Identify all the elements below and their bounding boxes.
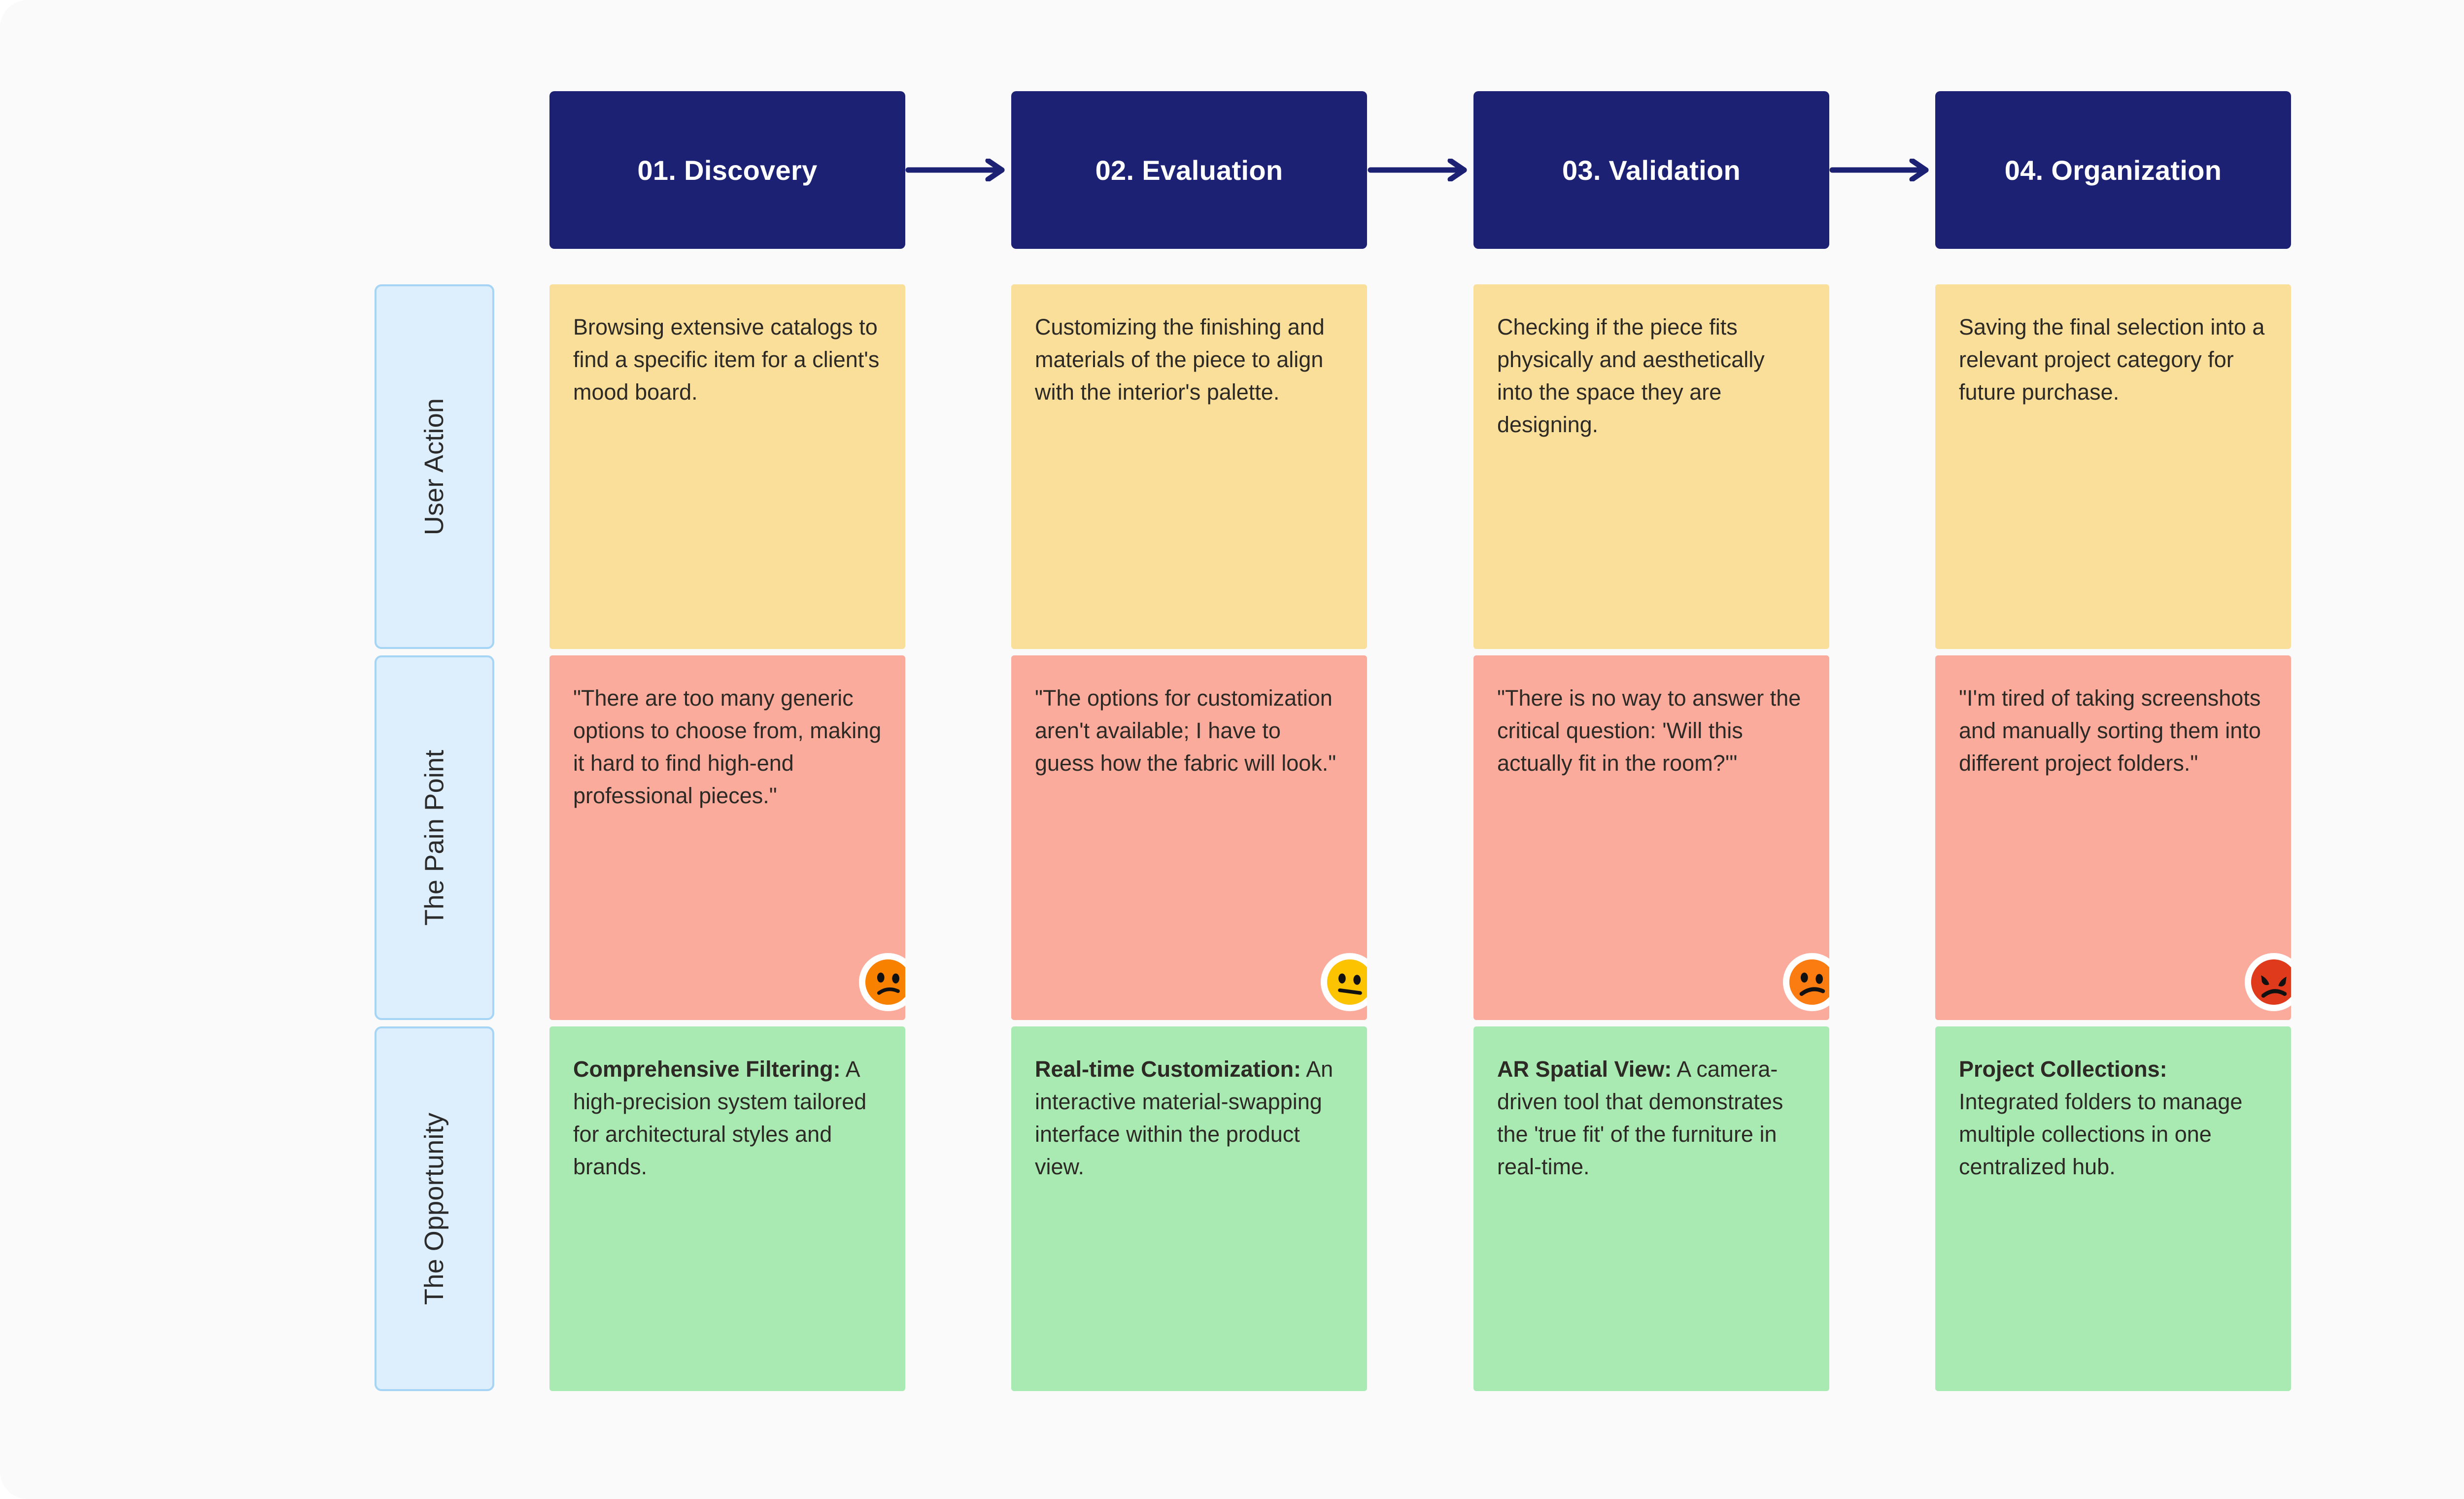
stage-header-label: 01. Discovery [637, 154, 818, 186]
angry-face-emoji [2245, 953, 2291, 1011]
frowning-face-emoji [859, 953, 905, 1011]
row-label-user-action: User Action [375, 284, 494, 649]
pain-point-row: The Pain Point "There are too many gener… [375, 655, 2316, 1020]
user-action-text: Customizing the finishing and materials … [1035, 314, 1325, 405]
stage-header-validation[interactable]: 03. Validation [1473, 91, 1829, 249]
opportunity-body: A high-precision system tailored for arc… [573, 1056, 867, 1180]
user-action-row: User Action Browsing extensive catalogs … [375, 284, 2316, 649]
opportunity-title: Project Collections: [1959, 1056, 2167, 1082]
user-action-card-discovery[interactable]: Browsing extensive catalogs to find a sp… [549, 284, 905, 649]
row-label-text: The Opportunity [419, 1112, 449, 1305]
opportunity-card-validation[interactable]: AR Spatial View: A camera-driven tool th… [1473, 1026, 1829, 1391]
journey-map-board: 01. Discovery 02. Evaluation 03. Validat… [375, 91, 2316, 1399]
opportunity-card-evaluation[interactable]: Real-time Customization: An interactive … [1011, 1026, 1367, 1391]
stage-header-label: 03. Validation [1562, 154, 1741, 186]
arrow-discovery-to-evaluation-icon [905, 158, 1011, 182]
user-action-text: Browsing extensive catalogs to find a sp… [573, 314, 880, 405]
sad-face-emoji [1783, 953, 1829, 1011]
stage-header-label: 04. Organization [2004, 154, 2222, 186]
row-label-pain-point: The Pain Point [375, 655, 494, 1020]
opportunity-body: A camera-driven tool that demonstrates t… [1497, 1056, 1783, 1180]
pain-point-text: "There are too many generic options to c… [573, 685, 882, 809]
stage-header-evaluation[interactable]: 02. Evaluation [1011, 91, 1367, 249]
pain-point-text: "There is no way to answer the critical … [1497, 685, 1801, 776]
confused-face-emoji [1321, 953, 1367, 1011]
stage-header-row: 01. Discovery 02. Evaluation 03. Validat… [375, 91, 2316, 249]
user-action-text: Checking if the piece fits physically an… [1497, 314, 1765, 438]
opportunity-title: Real-time Customization: [1035, 1056, 1301, 1082]
opportunity-title: Comprehensive Filtering: [573, 1056, 841, 1082]
user-action-card-validation[interactable]: Checking if the piece fits physically an… [1473, 284, 1829, 649]
row-label-text: User Action [419, 398, 449, 536]
row-label-opportunity: The Opportunity [375, 1026, 494, 1391]
user-action-card-organization[interactable]: Saving the final selection into a releva… [1935, 284, 2291, 649]
opportunity-body: Integrated folders to manage multiple co… [1959, 1089, 2243, 1180]
pain-point-card-organization[interactable]: "I'm tired of taking screenshots and man… [1935, 655, 2291, 1020]
pain-point-card-validation[interactable]: "There is no way to answer the critical … [1473, 655, 1829, 1020]
stage-header-organization[interactable]: 04. Organization [1935, 91, 2291, 249]
arrow-evaluation-to-validation-icon [1368, 158, 1473, 182]
stage-header-label: 02. Evaluation [1095, 154, 1283, 186]
row-label-text: The Pain Point [419, 750, 449, 926]
opportunity-card-organization[interactable]: Project Collections: Integrated folders … [1935, 1026, 2291, 1391]
opportunity-title: AR Spatial View: [1497, 1056, 1672, 1082]
pain-point-card-discovery[interactable]: "There are too many generic options to c… [549, 655, 905, 1020]
user-action-card-evaluation[interactable]: Customizing the finishing and materials … [1011, 284, 1367, 649]
pain-point-card-evaluation[interactable]: "The options for customization aren't av… [1011, 655, 1367, 1020]
pain-point-text: "I'm tired of taking screenshots and man… [1959, 685, 2261, 776]
opportunity-card-discovery[interactable]: Comprehensive Filtering: A high-precisio… [549, 1026, 905, 1391]
opportunity-body: An interactive material-swapping interfa… [1035, 1056, 1334, 1180]
stage-header-discovery[interactable]: 01. Discovery [549, 91, 905, 249]
arrow-validation-to-organization-icon [1829, 158, 1935, 182]
pain-point-text: "The options for customization aren't av… [1035, 685, 1336, 776]
user-action-text: Saving the final selection into a releva… [1959, 314, 2265, 405]
opportunity-row: The Opportunity Comprehensive Filtering:… [375, 1026, 2316, 1391]
